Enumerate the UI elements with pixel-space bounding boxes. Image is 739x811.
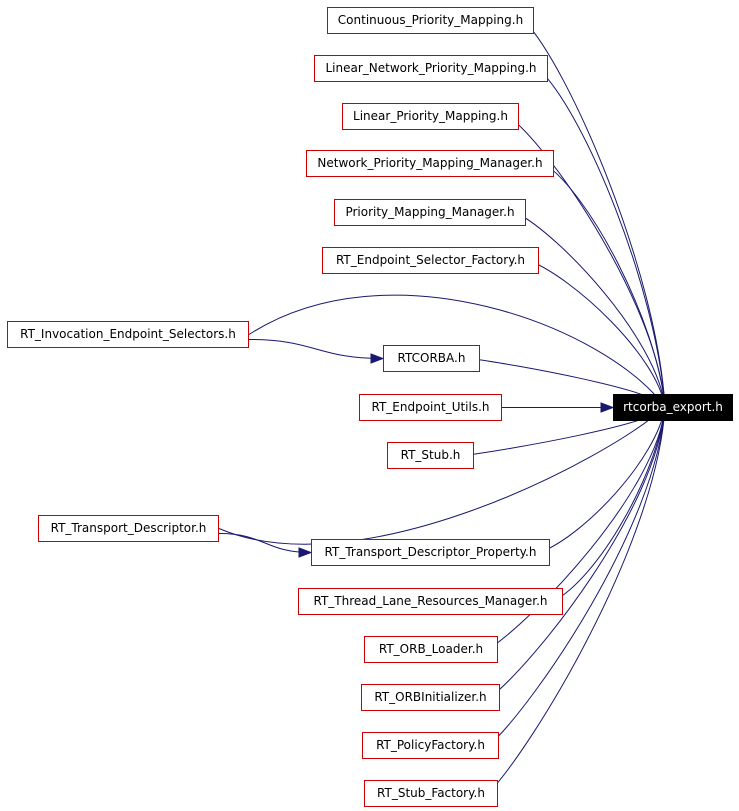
- node-rt-transport-descriptor-property[interactable]: RT_Transport_Descriptor_Property.h: [311, 539, 550, 566]
- edge-rt_transport_descriptor-to-rt_transport_descriptor_property: [218, 533, 312, 553]
- node-rt-orb-loader[interactable]: RT_ORB_Loader.h: [364, 636, 498, 663]
- node-linear-priority-mapping[interactable]: Linear_Priority_Mapping.h: [342, 103, 519, 130]
- edge-continuous_priority_mapping-to-rtcorba_export: [523, 20, 666, 408]
- node-rtcorba[interactable]: RTCORBA.h: [383, 345, 480, 372]
- node-rt-stub-factory[interactable]: RT_Stub_Factory.h: [364, 780, 498, 807]
- edge-arrowhead: [600, 402, 615, 413]
- node-rt-thread-lane-resources-manager[interactable]: RT_Thread_Lane_Resources_Manager.h: [298, 588, 563, 615]
- node-rtcorba-export: rtcorba_export.h: [613, 394, 733, 421]
- node-linear-network-priority-mapping[interactable]: Linear_Network_Priority_Mapping.h: [314, 55, 548, 82]
- edge-priority_mapping_manager-to-rtcorba_export: [515, 212, 666, 408]
- node-rt-transport-descriptor[interactable]: RT_Transport_Descriptor.h: [38, 515, 219, 542]
- node-rt-stub[interactable]: RT_Stub.h: [387, 442, 474, 469]
- edge-rt_stub_factory-to-rtcorba_export: [487, 406, 666, 794]
- node-rt-endpoint-selector-factory[interactable]: RT_Endpoint_Selector_Factory.h: [322, 247, 539, 274]
- node-rt-endpoint-utils[interactable]: RT_Endpoint_Utils.h: [359, 394, 502, 421]
- node-rt-invocation-endpoint-selectors[interactable]: RT_Invocation_Endpoint_Selectors.h: [7, 321, 249, 348]
- edge-rt_transport_descriptor-to-rtcorba_export: [218, 406, 666, 545]
- edge-rt_transport_descriptor_property-to-rtcorba_export: [539, 406, 666, 553]
- edge-rt_endpoint_selector_factory-to-rtcorba_export: [528, 260, 666, 408]
- edge-rt_orb_loader-to-rtcorba_export: [487, 406, 666, 650]
- edge-rt_orbinitializer-to-rtcorba_export: [489, 406, 666, 698]
- node-rt-orbinitializer[interactable]: RT_ORBInitializer.h: [361, 684, 500, 711]
- node-priority-mapping-manager[interactable]: Priority_Mapping_Manager.h: [334, 199, 526, 226]
- edge-arrowhead: [298, 547, 313, 558]
- edge-network_priority_mapping_manager-to-rtcorba_export: [543, 163, 666, 408]
- node-continuous-priority-mapping[interactable]: Continuous_Priority_Mapping.h: [327, 7, 534, 34]
- edge-arrowhead: [370, 353, 385, 364]
- edge-linear_network_priority_mapping-to-rtcorba_export: [537, 68, 666, 408]
- node-network-priority-mapping-manager[interactable]: Network_Priority_Mapping_Manager.h: [306, 150, 554, 177]
- edge-rt_policyfactory-to-rtcorba_export: [488, 406, 666, 746]
- node-rt-policyfactory[interactable]: RT_PolicyFactory.h: [362, 732, 499, 759]
- edge-rt_invocation_endpoint_selectors-to-rtcorba_export: [248, 294, 666, 408]
- edge-rt_invocation_endpoint_selectors-to-rtcorba: [248, 339, 384, 359]
